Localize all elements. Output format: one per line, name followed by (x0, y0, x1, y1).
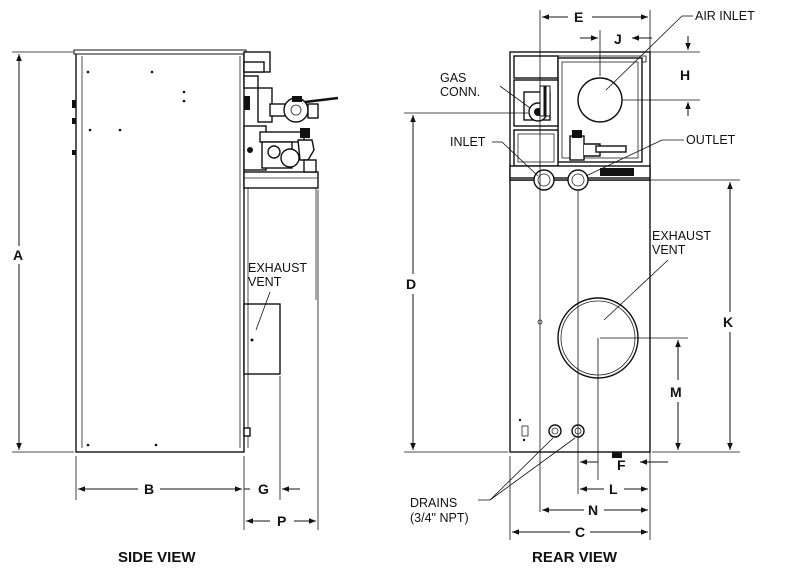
rear-exhaust-label-line2: VENT (652, 243, 686, 257)
dim-label-A: A (13, 247, 23, 263)
outlet-label: OUTLET (686, 133, 736, 147)
dim-label-M: M (670, 384, 682, 400)
dim-label-K: K (723, 314, 733, 330)
rear-view-title: REAR VIEW (532, 549, 618, 566)
dim-label-E: E (574, 9, 583, 25)
gas-conn-label-line2: CONN. (440, 85, 480, 99)
dim-label-J: J (614, 31, 622, 47)
dim-label-B: B (144, 481, 154, 497)
drains-label-line1: DRAINS (410, 496, 457, 510)
dim-label-L: L (609, 481, 618, 497)
side-exhaust-label-line1: EXHAUST (248, 261, 307, 275)
gas-conn-label-line1: GAS (440, 71, 466, 85)
side-exhaust-label-line2: VENT (248, 275, 282, 289)
dim-label-H: H (680, 67, 690, 83)
air-inlet-opening (577, 77, 623, 123)
drain-left (548, 424, 562, 438)
side-view: EXHAUST VENT A B G P SIDE VIEW (12, 49, 339, 566)
dim-label-C: C (575, 524, 585, 540)
dim-label-D: D (406, 276, 416, 292)
dim-label-G: G (258, 481, 269, 497)
inlet-label: INLET (450, 135, 486, 149)
air-inlet-label: AIR INLET (695, 9, 755, 23)
side-cabinet (75, 51, 245, 453)
outlet-pipe (567, 169, 589, 191)
inlet-pipe (533, 169, 555, 191)
rear-exhaust-label-line1: EXHAUST (652, 229, 711, 243)
drains-label-line2: (3/4" NPT) (410, 511, 469, 525)
side-shelf (243, 171, 319, 189)
side-exhaust-vent (243, 303, 281, 375)
rear-view: AIR INLET GAS CONN. INLET OUTLET EXHAUST… (404, 9, 755, 566)
dim-label-N: N (588, 502, 598, 518)
dim-label-F: F (617, 457, 626, 473)
dim-label-P: P (277, 513, 286, 529)
side-view-title: SIDE VIEW (118, 549, 196, 566)
